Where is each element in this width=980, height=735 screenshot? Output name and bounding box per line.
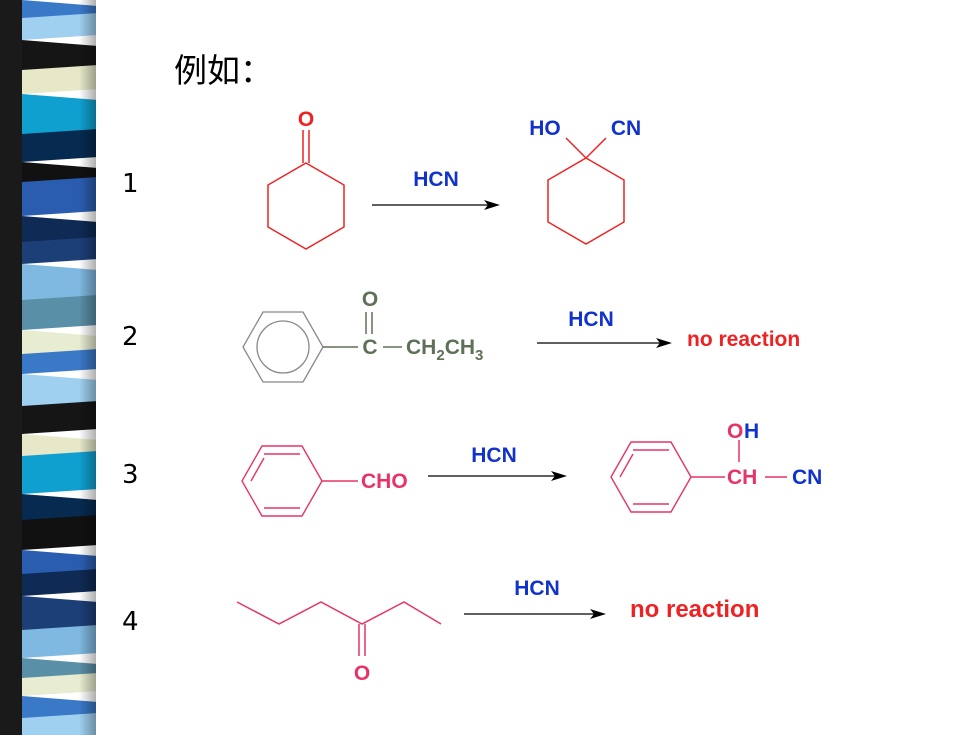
hydroxyl-oxygen: O — [727, 420, 743, 443]
reaction-arrow — [372, 200, 500, 210]
cyanohydrin-structure — [547, 137, 625, 245]
reaction-result: no reaction — [630, 596, 759, 623]
reagent-label: HCN — [413, 168, 459, 191]
reagent-label: HCN — [514, 577, 560, 600]
nitrile-group: CN — [611, 117, 641, 140]
hydroxyl-group: HO — [529, 117, 561, 140]
reaction-number: 4 — [122, 607, 139, 637]
ethyl-chain: CH2CH3 — [406, 336, 483, 364]
hydroxyl-hydrogen: H — [744, 420, 759, 443]
carbonyl-oxygen: O — [354, 662, 370, 685]
reaction-arrow — [428, 471, 567, 481]
carbonyl-carbon: C — [362, 336, 377, 359]
hexanone-skeleton — [236, 601, 442, 656]
reaction-arrow — [537, 338, 672, 348]
reaction-number: 3 — [122, 460, 139, 490]
carbonyl-oxygen: O — [298, 108, 314, 131]
reagent-label: HCN — [471, 444, 517, 467]
slide-heading: 例如： — [174, 51, 273, 90]
reaction-arrow — [464, 609, 606, 619]
reaction-result: no reaction — [687, 328, 800, 351]
nitrile-group: CN — [792, 466, 822, 489]
reaction-number: 1 — [122, 169, 139, 199]
benzene-ring — [241, 445, 323, 517]
carbonyl-oxygen: O — [362, 288, 378, 311]
benzene-ring — [242, 311, 324, 383]
benzene-ring — [610, 441, 692, 513]
aldehyde-group: CHO — [361, 470, 408, 493]
reaction-number: 2 — [122, 322, 139, 352]
decorative-stripe-band — [0, 0, 110, 735]
reagent-label: HCN — [568, 308, 614, 331]
methine-carbon: CH — [727, 466, 757, 489]
cyclohexanone-structure — [267, 130, 345, 250]
